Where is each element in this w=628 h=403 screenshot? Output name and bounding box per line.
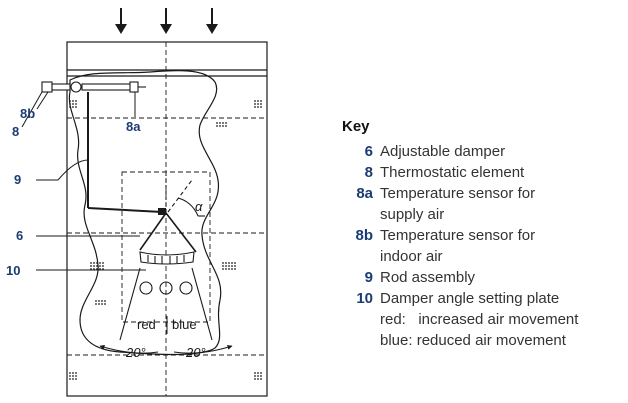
key-item: 9 Rod assembly	[340, 267, 624, 288]
key-item-number: 9	[364, 269, 373, 286]
key-item-text: Rod assembly	[380, 269, 476, 286]
callout-8: 8	[12, 124, 19, 139]
key-item: 10 Damper angle setting plate	[340, 288, 624, 309]
key-item: 8 Thermostatic element	[340, 162, 624, 183]
key-item: 6 Adjustable damper	[340, 141, 624, 162]
key-item-number: 8a	[356, 185, 373, 202]
key-item-continuation: indoor air	[380, 248, 443, 265]
key-item-number: 8	[364, 164, 373, 181]
key-item-continuation: red: increased air movement	[380, 311, 579, 328]
key-item-continuation: blue: reduced air movement	[380, 332, 566, 349]
alpha-label: α	[195, 199, 203, 214]
key-item-text: Temperature sensor for	[380, 227, 536, 244]
angle-left-label: 20°	[125, 345, 146, 360]
blue-label: blue	[172, 317, 197, 332]
rod-assembly	[87, 92, 166, 215]
damper	[139, 175, 205, 253]
callout-leaders	[21, 91, 146, 271]
thermostatic-element	[41, 81, 146, 93]
red-label: red	[137, 317, 156, 332]
centre-lines	[67, 42, 267, 396]
key-item-text: Damper angle setting plate	[380, 290, 560, 307]
key-item-number: 10	[356, 290, 373, 307]
callout-9: 9	[14, 172, 21, 187]
cutaway-outline	[68, 69, 222, 356]
key-item-number: 6	[364, 143, 373, 160]
grille-dots	[69, 100, 262, 380]
key-item-text: Adjustable damper	[380, 143, 506, 160]
angle-setting-plate	[119, 251, 213, 341]
key-item-text: Thermostatic element	[380, 164, 525, 181]
key-legend: Key 6 Adjustable damper 8 Thermostatic e…	[340, 118, 624, 351]
callout-6: 6	[16, 228, 23, 243]
key-item-text: Temperature sensor for	[380, 185, 536, 202]
angle-dimension	[99, 344, 233, 354]
key-item: 8b Temperature sensor for	[340, 225, 624, 246]
callout-10: 10	[6, 263, 20, 278]
housing	[66, 41, 268, 397]
callout-8b: 8b	[20, 106, 35, 121]
key-item: 8a Temperature sensor for	[340, 183, 624, 204]
angle-right-label: 20°	[185, 345, 206, 360]
key-title: Key	[342, 118, 370, 135]
airflow-arrows	[115, 8, 218, 34]
callout-8a: 8a	[126, 119, 141, 134]
key-item-number: 8b	[355, 227, 373, 244]
key-item-continuation: supply air	[380, 206, 445, 223]
